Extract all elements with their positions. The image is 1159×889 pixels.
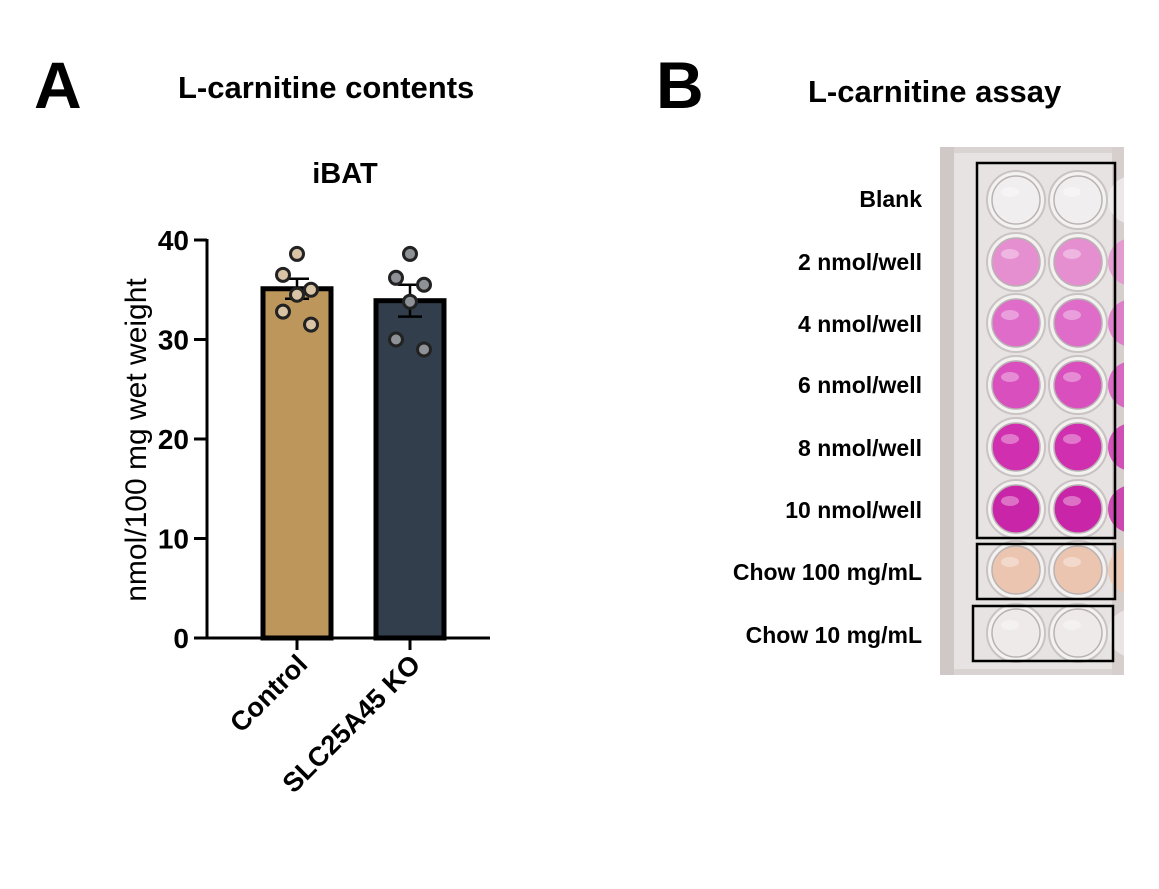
well-highlight-7-1 bbox=[1063, 620, 1081, 630]
well-highlight-4-1 bbox=[1063, 434, 1081, 444]
well-highlight-6-0 bbox=[1001, 557, 1019, 567]
row-label-4-nmol: 4 nmol/well bbox=[798, 311, 922, 337]
well-highlight-0-0 bbox=[1001, 187, 1019, 197]
well-highlight-1-0 bbox=[1001, 249, 1019, 259]
bar-1 bbox=[373, 298, 447, 641]
chow-10-box bbox=[971, 604, 1115, 663]
data-point-0-3 bbox=[289, 286, 305, 303]
data-point-0-2 bbox=[303, 281, 319, 298]
well-3-1 bbox=[1053, 360, 1103, 410]
data-point-1-2 bbox=[416, 276, 432, 293]
well-0-0 bbox=[991, 175, 1041, 225]
well-7-0 bbox=[991, 608, 1041, 658]
well-highlight-2-0 bbox=[1001, 310, 1019, 320]
well-highlight-7-0 bbox=[1001, 620, 1019, 630]
data-point-1-1 bbox=[388, 269, 404, 286]
y-tick-label-20: 20 bbox=[158, 424, 189, 455]
well-highlight-5-0 bbox=[1001, 496, 1019, 506]
well-highlight-4-0 bbox=[1001, 434, 1019, 444]
well-3-0 bbox=[991, 360, 1041, 410]
well-highlight-6-1 bbox=[1063, 557, 1081, 567]
row-label-6-nmol: 6 nmol/well bbox=[798, 372, 922, 398]
bar-0 bbox=[260, 286, 334, 641]
chart-svg: iBAT nmol/100 mg wet weight 0 10 20 30 40Con… bbox=[120, 158, 490, 799]
well-highlight-2-1 bbox=[1063, 310, 1081, 320]
data-point-1-5 bbox=[416, 341, 432, 358]
chart-title: iBAT bbox=[312, 158, 378, 190]
panel-a-letter: A bbox=[34, 48, 82, 122]
well-highlight-3-1 bbox=[1063, 372, 1081, 382]
well-5-1 bbox=[1053, 484, 1103, 534]
well-1-0 bbox=[991, 237, 1041, 287]
well-highlight-0-1 bbox=[1063, 187, 1081, 197]
well-plate-photo bbox=[940, 147, 1124, 675]
data-point-0-5 bbox=[303, 316, 319, 333]
well-4-1 bbox=[1053, 422, 1103, 472]
x-tick-label-0: Control bbox=[224, 649, 313, 738]
well-5-0 bbox=[991, 484, 1041, 534]
y-tick-label-30: 30 bbox=[158, 325, 189, 356]
well-highlight-1-1 bbox=[1063, 249, 1081, 259]
data-point-0-1 bbox=[275, 266, 291, 283]
y-tick-label-0: 0 bbox=[173, 623, 189, 654]
row-label-8-nmol: 8 nmol/well bbox=[798, 435, 922, 461]
data-point-0-4 bbox=[275, 303, 291, 320]
chow-100-box bbox=[975, 542, 1117, 601]
y-tick-label-40: 40 bbox=[158, 225, 189, 256]
panel-a-title: L-carnitine contents bbox=[178, 70, 475, 105]
data-point-1-4 bbox=[388, 331, 404, 348]
row-label-10-nmol: 10 nmol/well bbox=[785, 497, 922, 523]
well-6-0 bbox=[991, 545, 1041, 595]
y-tick-label-10: 10 bbox=[158, 524, 189, 555]
well-highlight-3-0 bbox=[1001, 372, 1019, 382]
well-0-1 bbox=[1053, 175, 1103, 225]
y-axis-label: nmol/100 mg wet weight bbox=[120, 278, 153, 602]
row-label-chow-100: Chow 100 mg/mL bbox=[732, 559, 922, 585]
data-point-1-3 bbox=[402, 293, 418, 310]
well-2-0 bbox=[991, 298, 1041, 348]
well-4-0 bbox=[991, 422, 1041, 472]
data-point-1-0 bbox=[402, 245, 418, 262]
panel-b-title: L-carnitine assay bbox=[808, 74, 1062, 109]
well-7-1 bbox=[1053, 608, 1103, 658]
well-highlight-5-1 bbox=[1063, 496, 1081, 506]
row-label-blank: Blank bbox=[859, 186, 922, 212]
well-1-1 bbox=[1053, 237, 1103, 287]
standards-box bbox=[975, 161, 1117, 540]
panel-b-letter: B bbox=[656, 48, 704, 122]
well-6-1 bbox=[1053, 545, 1103, 595]
row-label-chow-10: Chow 10 mg/mL bbox=[745, 622, 922, 648]
plate-edge-left bbox=[940, 147, 954, 675]
well-2-1 bbox=[1053, 298, 1103, 348]
row-label-2-nmol: 2 nmol/well bbox=[798, 249, 922, 275]
data-point-0-0 bbox=[289, 245, 305, 262]
